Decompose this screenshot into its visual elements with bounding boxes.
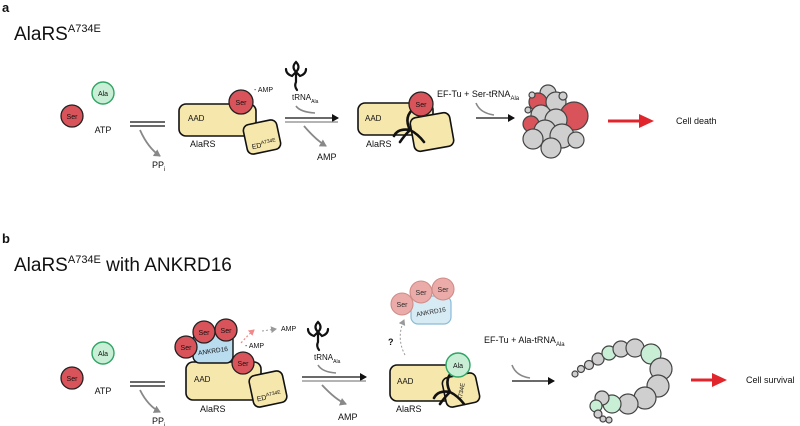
step3-arrow-b bbox=[511, 364, 555, 385]
panel-b-title: AlaRSA734E with ANKRD16 bbox=[14, 254, 232, 276]
release-arrow bbox=[398, 319, 406, 356]
alars-ser-amp-complex: AAD EDA734E Ser - AMP bbox=[178, 87, 282, 155]
svg-text:ANKRD16: ANKRD16 bbox=[198, 346, 229, 357]
panel-a: a AlaRSA734E Ser Ala ATP PPi AAD EDA734E… bbox=[2, 0, 717, 173]
svg-text:Ala: Ala bbox=[98, 91, 108, 98]
step2-arrow-b bbox=[302, 364, 367, 406]
amp-label-b: AMP bbox=[338, 412, 358, 422]
svg-text:AAD: AAD bbox=[397, 377, 414, 386]
step3-arrow bbox=[475, 102, 515, 122]
svg-text:Ser: Ser bbox=[236, 100, 248, 107]
svg-text:Ser: Ser bbox=[416, 290, 428, 297]
svg-text:Ser: Ser bbox=[438, 287, 450, 294]
trna-icon bbox=[284, 60, 308, 92]
svg-text:Ser: Ser bbox=[221, 328, 233, 335]
amp-label: AMP bbox=[317, 152, 337, 162]
svg-text:Ser: Ser bbox=[416, 102, 428, 109]
atp-label: ATP bbox=[95, 125, 112, 135]
svg-text:A734E: A734E bbox=[458, 383, 467, 402]
ala-molecule: Ala bbox=[91, 81, 115, 105]
svg-text:Ser: Ser bbox=[67, 114, 79, 121]
question-mark: ? bbox=[388, 337, 394, 347]
ppi-label-b: PPi bbox=[152, 416, 165, 426]
step1-arrow-b bbox=[130, 381, 165, 413]
svg-text:Ser: Ser bbox=[199, 330, 211, 337]
cell-survival-label: Cell survival bbox=[746, 375, 795, 385]
eftu-label-b: EF-Tu + Ala-tRNAAla bbox=[484, 335, 565, 348]
panel-b-letter: b bbox=[2, 231, 10, 246]
alars-label: AlaRS bbox=[190, 139, 216, 149]
svg-text:AMP: AMP bbox=[281, 326, 297, 333]
alars-label-b2: AlaRS bbox=[396, 404, 422, 414]
cell-death-label: Cell death bbox=[676, 116, 717, 126]
outcome-arrow-a bbox=[608, 114, 654, 128]
svg-text:EDA734E: EDA734E bbox=[256, 389, 283, 403]
svg-text:Ser: Ser bbox=[181, 345, 193, 352]
svg-text:AAD: AAD bbox=[188, 114, 205, 123]
alars-mischarged-trna-complex: AAD Ser bbox=[357, 91, 455, 153]
svg-text:Ser: Ser bbox=[67, 376, 79, 383]
ser-molecule-b: Ser bbox=[60, 366, 84, 390]
polypeptide-chain bbox=[571, 338, 673, 424]
ser-molecule: Ser bbox=[60, 104, 84, 128]
trna-icon-b bbox=[306, 320, 330, 352]
alars-correct-trna-complex: AAD A734E Ala bbox=[389, 352, 481, 408]
svg-text:Ser: Ser bbox=[397, 302, 409, 309]
svg-text:AAD: AAD bbox=[194, 375, 211, 384]
step2-arrow bbox=[285, 105, 339, 147]
protein-aggregate bbox=[522, 84, 589, 159]
trna-label: tRNAAla bbox=[292, 93, 319, 105]
panel-b: b AlaRSA734E with ANKRD16 Ser Ala ATP PP… bbox=[2, 231, 795, 426]
svg-text:Ala: Ala bbox=[453, 363, 463, 370]
svg-text:Ala: Ala bbox=[98, 351, 108, 358]
atp-label-b: ATP bbox=[95, 386, 112, 396]
ppi-label: PPi bbox=[152, 160, 165, 173]
trna-label-b: tRNAAla bbox=[314, 353, 341, 365]
released-ankrd16-ser: ANKRD16 Ser Ser Ser bbox=[390, 277, 455, 325]
alars-label-b: AlaRS bbox=[200, 404, 226, 414]
ala-molecule-b: Ala bbox=[91, 341, 115, 365]
outcome-arrow-b bbox=[691, 373, 727, 387]
panel-a-letter: a bbox=[2, 0, 10, 15]
alars-label-2: AlaRS bbox=[366, 139, 392, 149]
svg-text:- AMP: - AMP bbox=[254, 87, 273, 94]
step1-arrow bbox=[130, 121, 165, 157]
eftu-label: EF-Tu + Ser-tRNAAla bbox=[437, 89, 520, 102]
svg-text:Ser: Ser bbox=[238, 361, 250, 368]
svg-text:- AMP: - AMP bbox=[245, 343, 264, 350]
svg-text:AAD: AAD bbox=[365, 114, 382, 123]
alars-ankrd16-complex: AAD EDA734E ANKRD16 Ser Ser Ser Ser - AM… bbox=[174, 318, 297, 408]
panel-a-title: AlaRSA734E bbox=[14, 23, 101, 45]
svg-text:EDA734E: EDA734E bbox=[251, 137, 278, 151]
